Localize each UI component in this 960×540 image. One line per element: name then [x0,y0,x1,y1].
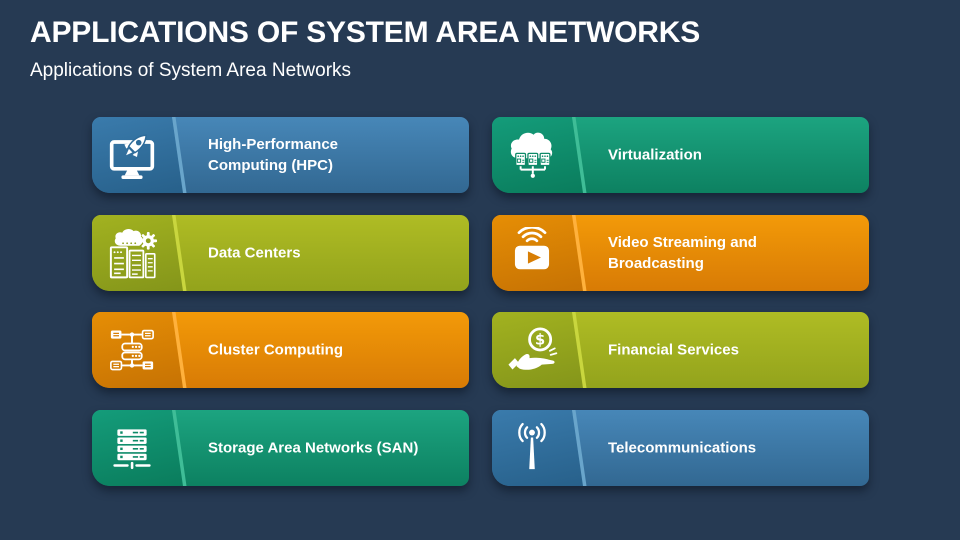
monitor-rocket-icon [109,134,155,179]
card-label: Financial Services [608,341,739,359]
slide-title: APPLICATIONS OF SYSTEM AREA NETWORKS [30,16,701,49]
cluster-network-icon [110,329,154,371]
card-cluster-computing: Cluster Computing [92,312,469,388]
icon-tile [492,410,583,486]
card-high-performance-computing: High-Performance Computing (HPC) [92,117,469,193]
icon-tile [492,215,583,291]
data-center-icon [109,229,158,279]
svg-text:$: $ [535,332,545,349]
icon-tile [92,410,183,486]
hand-dollar-icon: $ [508,327,558,370]
card-telecommunications: Telecommunications [492,410,869,486]
card-financial-services: $ Financial Services [492,312,869,388]
card-label: Storage Area Networks (SAN) [208,439,419,457]
card-label: Cluster Computing [208,341,343,359]
card-virtualization: Virtualization [492,117,869,193]
card-label: Virtualization [608,146,702,164]
card-video-streaming-broadcasting: Video Streaming and Broadcasting [492,215,869,291]
icon-tile: $ [492,312,583,388]
card-storage-area-networks: Storage Area Networks (SAN) [92,410,469,486]
card-data-centers: Data Centers [92,215,469,291]
icon-tile [92,312,183,388]
cloud-servers-icon [510,132,553,178]
card-label: Telecommunications [608,439,757,457]
play-broadcast-icon [514,227,550,270]
card-label: Data Centers [208,244,301,262]
icon-tile [492,117,583,193]
card-label: High-Performance Computing (HPC) [208,136,339,174]
card-label: Video Streaming and Broadcasting [608,234,757,272]
server-rack-icon [113,429,151,470]
icon-tile [92,215,183,291]
antenna-icon [518,422,546,470]
icon-tile [92,117,183,193]
slide-subtitle: Applications of System Area Networks [30,60,352,81]
